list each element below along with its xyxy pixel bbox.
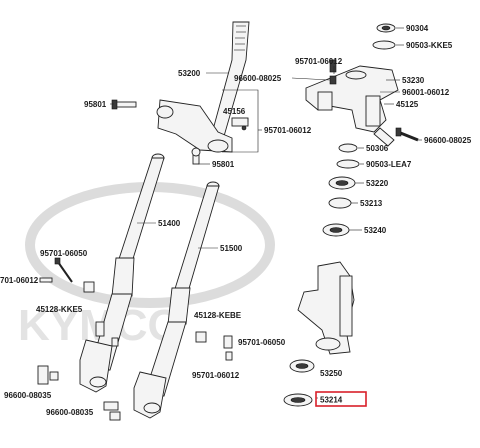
bolt-96600-08025-right [395, 127, 419, 142]
bolt-96600-08035-left [37, 365, 59, 385]
clip-45128-kebe [195, 331, 207, 343]
bolt-96600-08025-top [329, 75, 337, 85]
bolt-95801-mid [191, 147, 201, 165]
label-53213: 53213 [360, 199, 383, 208]
label-95701-06050-right: 95701-06050 [238, 338, 286, 347]
bolt-96600-08035-bottom [103, 401, 121, 421]
label-96600-08025-top: 96600-08025 [234, 74, 282, 83]
label-53214: 53214 [320, 396, 343, 405]
highlight-box-53214 [315, 391, 367, 407]
part-labels: 90304 90503-KKE5 95701-06012 53200 96600… [0, 24, 472, 417]
label-96001-06012: 96001-06012 [402, 88, 450, 97]
bolt-95701-06012-bottom [225, 351, 233, 361]
label-95801-top: 95801 [84, 100, 107, 109]
clip-45128-kke5 [83, 281, 95, 293]
label-53220: 53220 [366, 179, 389, 188]
label-95701-06012-top: 95701-06012 [295, 57, 343, 66]
label-96600-08035-bottom: 96600-08035 [46, 408, 94, 417]
fork-leg-51400 [79, 153, 165, 393]
label-45156: 45156 [223, 107, 246, 116]
leader-lines [110, 27, 422, 399]
lower-steering-bracket [297, 261, 355, 355]
bearing-washers-stack [322, 23, 396, 237]
label-96600-08035-left: 96600-08035 [4, 391, 52, 400]
bolt-95701-06050-right [223, 335, 233, 349]
label-95701-06012-bottom: 95701-06012 [192, 371, 240, 380]
label-53250: 53250 [320, 369, 343, 378]
label-90304: 90304 [406, 24, 429, 33]
bolt-95701-06012-left [39, 277, 53, 283]
label-96600-08025-right: 96600-08025 [424, 136, 472, 145]
label-45128-kke5: 45128-KKE5 [36, 305, 83, 314]
label-51400: 51400 [158, 219, 181, 228]
label-45125: 45125 [396, 100, 419, 109]
top-bridge [305, 59, 399, 147]
clip-45128-kke5-b [95, 321, 105, 337]
label-95701-06012-mid: 95701-06012 [264, 126, 312, 135]
label-95701-06050-left: 95701-06050 [40, 249, 88, 258]
label-53200: 53200 [178, 69, 201, 78]
label-90503-lea7: 90503-LEA7 [366, 160, 412, 169]
fork-leg-51500 [133, 181, 220, 419]
bolt-95801-top [111, 99, 137, 110]
label-53230: 53230 [402, 76, 425, 85]
label-45128-kebe: 45128-KEBE [194, 311, 242, 320]
label-90503-kke5: 90503-KKE5 [406, 41, 453, 50]
label-53240: 53240 [364, 226, 387, 235]
bolt-95701-06050-left [54, 257, 73, 283]
steering-stem [156, 21, 250, 153]
label-95701-06012-left: 701-06012 [0, 276, 39, 285]
clamp-45156 [231, 117, 249, 127]
label-50306: 50306 [366, 144, 389, 153]
label-95801-mid: 95801 [212, 160, 235, 169]
label-51500: 51500 [220, 244, 243, 253]
